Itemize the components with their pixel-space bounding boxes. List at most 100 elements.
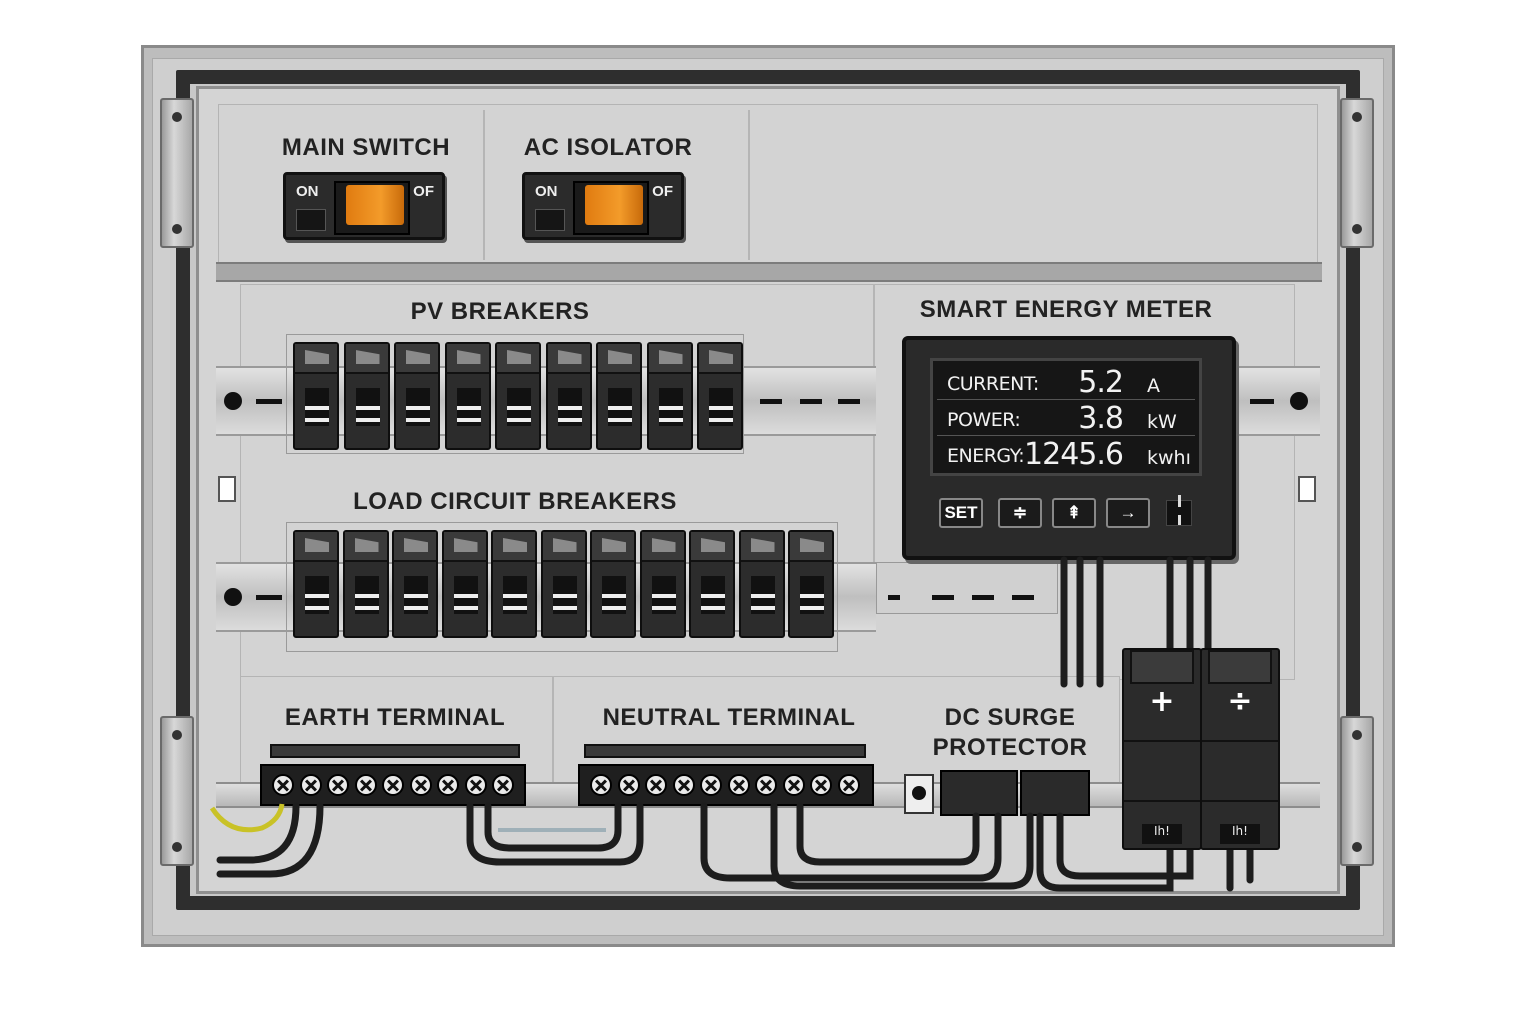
circuit-breaker[interactable] (738, 530, 785, 638)
hinge-bottom-right (1340, 716, 1374, 866)
breaker-marker (800, 594, 824, 598)
terminal-screw-icon (727, 774, 750, 796)
circuit-breaker[interactable] (392, 530, 438, 638)
earth-wire (216, 802, 324, 878)
main-switch-indicator (296, 209, 326, 231)
spd-line (1202, 800, 1278, 802)
terminal-screw-icon (409, 774, 432, 796)
spd-wire (1036, 812, 1174, 892)
meter-current-unit: A (1147, 375, 1160, 397)
meter-next-button[interactable]: → (1106, 498, 1150, 528)
breaker-marker (305, 418, 329, 422)
circuit-breaker[interactable] (293, 342, 339, 450)
breaker-marker (453, 606, 478, 610)
earth-wire (216, 802, 300, 864)
meter-down-button[interactable]: ≑ (998, 498, 1042, 528)
breaker-marker (305, 606, 329, 610)
spd-line (1202, 740, 1278, 742)
breaker-tab (658, 350, 683, 364)
ac-isolator-toggle[interactable] (585, 185, 643, 225)
dc-surge-label-line1: DC SURGE (944, 704, 1076, 731)
spd-end-stop (904, 774, 934, 814)
breaker-marker (701, 606, 725, 610)
breaker-marker (355, 418, 380, 422)
ac-isolator-off-label: OF (652, 183, 673, 200)
hinge-top-right (1340, 98, 1374, 248)
pv-rail-hole-left (224, 392, 242, 410)
breaker-marker (354, 606, 379, 610)
ac-isolator-label: AC ISOLATOR (523, 134, 693, 161)
circuit-breaker[interactable] (441, 530, 488, 638)
breaker-marker (552, 594, 577, 598)
breaker-marker (305, 406, 329, 410)
breaker-tab (800, 538, 824, 552)
breaker-marker (503, 594, 527, 598)
side-clip-left (218, 476, 236, 502)
circuit-breaker[interactable] (545, 342, 592, 450)
meter-energy-unit: kwhı (1147, 447, 1191, 469)
terminal-screw-icon (299, 774, 322, 796)
terminal-screw-icon (382, 774, 404, 796)
meter-current-key: CURRENT: (947, 373, 1039, 395)
load-rail-dash (256, 595, 282, 600)
terminal-screw-icon (672, 774, 695, 796)
circuit-breaker[interactable] (495, 342, 541, 450)
side-clip-right (1298, 476, 1316, 502)
spd-connector-2 (1020, 770, 1090, 816)
circuit-breaker[interactable] (646, 342, 693, 450)
breaker-marker (404, 594, 428, 598)
main-switch-on-label: ON (296, 183, 319, 200)
terminal-screw-icon (492, 774, 514, 796)
circuit-breaker[interactable] (394, 342, 440, 450)
terminal-screw-icon (464, 774, 487, 796)
breaker-marker (456, 406, 481, 410)
breaker-marker (608, 406, 632, 410)
load-breakers-label: LOAD CIRCUIT BREAKERS (353, 488, 677, 515)
meter-up-button[interactable]: ⇞ (1052, 498, 1096, 528)
breaker-marker (503, 606, 527, 610)
meter-set-button[interactable]: SET (939, 498, 983, 528)
breaker-tab (354, 538, 379, 552)
circuit-breaker[interactable] (788, 530, 834, 638)
circuit-breaker[interactable] (639, 530, 686, 638)
breaker-marker (709, 406, 733, 410)
pv-rail-dash (760, 399, 782, 404)
breaker-marker (404, 606, 428, 610)
breaker-marker (602, 606, 626, 610)
dc-surge-label-line2: PROTECTOR (932, 734, 1088, 761)
load-wire (700, 802, 1002, 882)
circuit-breaker[interactable] (444, 342, 491, 450)
circuit-breaker[interactable] (596, 342, 642, 450)
terminal-screw-icon (700, 774, 722, 796)
earth-terminal-cap (270, 744, 520, 758)
main-switch-toggle[interactable] (346, 185, 404, 225)
circuit-breaker[interactable] (697, 342, 743, 450)
breaker-tab (355, 350, 380, 364)
main-switch[interactable]: ON OF (283, 172, 445, 240)
circuit-breaker[interactable] (540, 530, 587, 638)
meter-display: CURRENT: 5.2 A POWER: 3.8 kW ENERGY: 124… (930, 358, 1202, 476)
circuit-breaker[interactable] (342, 530, 389, 638)
main-switch-label: MAIN SWITCH (281, 134, 451, 161)
breaker-marker (658, 406, 683, 410)
meter-energy-key: ENERGY: (947, 445, 1025, 467)
neutral-wire (484, 802, 622, 852)
top-rail (216, 262, 1322, 282)
circuit-breaker[interactable] (343, 342, 390, 450)
load-rail-hole-left (224, 588, 242, 606)
circuit-breaker[interactable] (689, 530, 735, 638)
breaker-marker (552, 606, 577, 610)
terminal-screw-icon (782, 774, 805, 796)
breaker-marker (658, 418, 683, 422)
circuit-breaker[interactable] (590, 530, 636, 638)
circuit-breaker[interactable] (491, 530, 537, 638)
breaker-marker (507, 418, 531, 422)
circuit-breaker[interactable] (293, 530, 339, 638)
meter-port-icon (1166, 495, 1192, 526)
breaker-marker (750, 606, 775, 610)
meter-power-unit: kW (1147, 411, 1177, 433)
breaker-marker (800, 606, 824, 610)
terminal-screw-icon (837, 774, 860, 796)
ac-isolator-switch[interactable]: ON OF (522, 172, 684, 240)
breaker-tab (453, 538, 478, 552)
